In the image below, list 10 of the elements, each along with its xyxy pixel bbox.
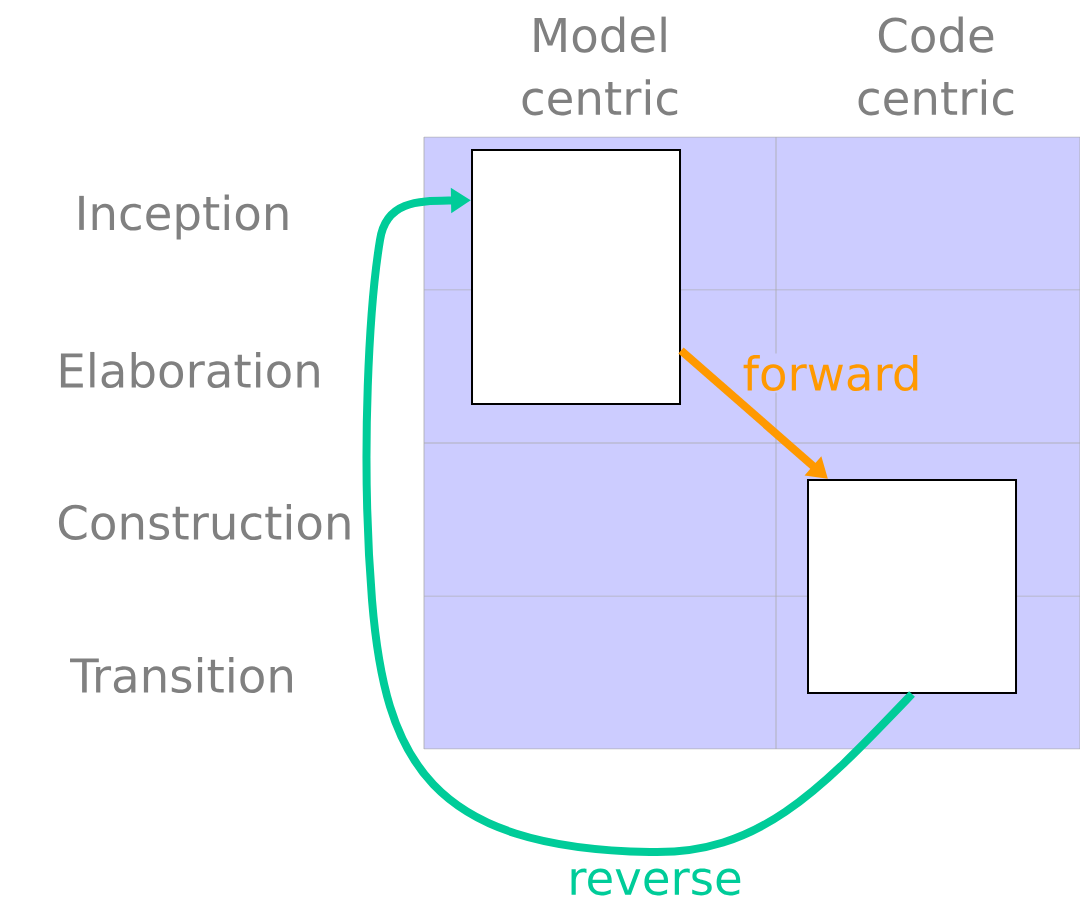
empty-box xyxy=(807,479,1017,694)
edge-label: reverse xyxy=(571,868,741,896)
empty-box xyxy=(471,149,681,405)
edge-label: forward xyxy=(743,354,918,392)
arrow xyxy=(362,187,915,856)
column-header: Code centric xyxy=(858,16,1014,116)
row-label: Transition xyxy=(70,656,292,694)
row-label: Elaboration xyxy=(60,351,319,389)
row-label: Inception xyxy=(79,194,288,240)
row-label: Construction xyxy=(58,503,350,541)
